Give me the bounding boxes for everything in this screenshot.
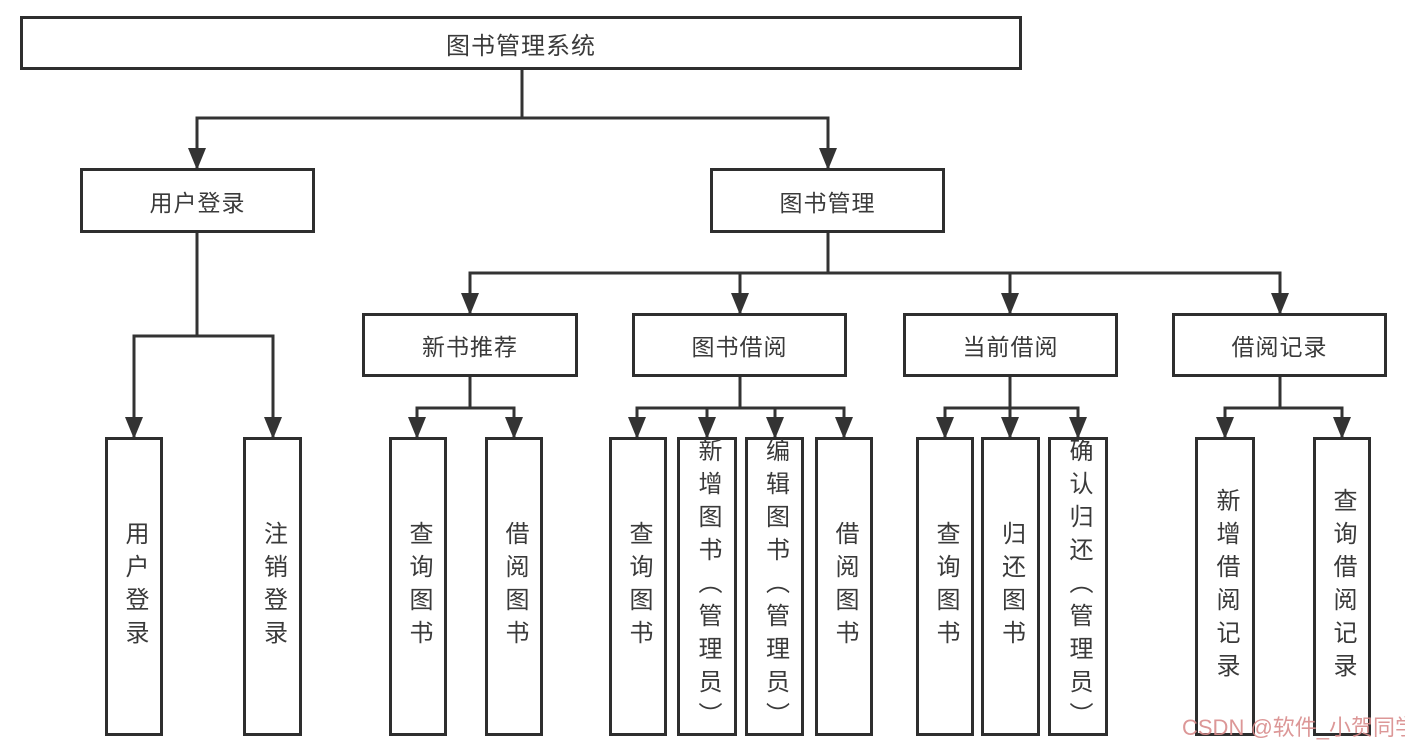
leaf-label: 查询图书 bbox=[932, 520, 959, 653]
leaf-label: 借阅图书 bbox=[501, 520, 528, 653]
leaf-label: 新增借阅记录 bbox=[1212, 487, 1239, 686]
leaf-logout-login: 注销登录 bbox=[243, 437, 302, 736]
leaf-borrow-books-recommend: 借阅图书 bbox=[485, 437, 543, 736]
leaf-label: 注销登录 bbox=[259, 520, 287, 653]
leaf-add-borrow-record: 新增借阅记录 bbox=[1195, 437, 1255, 736]
leaf-label: 查询借阅记录 bbox=[1329, 487, 1356, 686]
watermark: CSDN @软件_小贺同学 bbox=[1182, 715, 1405, 740]
node-borrowing-records: 借阅记录 bbox=[1172, 313, 1387, 377]
leaf-query-books-borrowing: 查询图书 bbox=[609, 437, 667, 736]
leaf-confirm-return-admin: 确认归还（管理员） bbox=[1048, 437, 1108, 736]
node-new-book-recommend: 新书推荐 bbox=[362, 313, 578, 377]
node-label: 借阅记录 bbox=[1231, 334, 1328, 360]
node-book-borrowing: 图书借阅 bbox=[632, 313, 847, 377]
leaf-label: 查询图书 bbox=[625, 520, 652, 653]
leaf-user-login: 用户登录 bbox=[105, 437, 163, 736]
leaf-borrow-books: 借阅图书 bbox=[815, 437, 873, 736]
leaf-query-borrow-record: 查询借阅记录 bbox=[1313, 437, 1371, 736]
leaf-add-books-admin: 新增图书（管理员） bbox=[677, 437, 737, 736]
node-label: 图书管理系统 bbox=[446, 32, 596, 60]
leaf-label: 归还图书 bbox=[997, 520, 1025, 653]
node-label: 用户登录 bbox=[149, 189, 246, 216]
leaf-label: 确认归还（管理员） bbox=[1065, 438, 1092, 735]
leaf-query-books-current: 查询图书 bbox=[916, 437, 974, 736]
leaf-label: 查询图书 bbox=[405, 520, 432, 653]
leaf-label: 借阅图书 bbox=[831, 520, 858, 653]
node-label: 新书推荐 bbox=[422, 334, 518, 360]
leaf-label: 编辑图书（管理员） bbox=[761, 438, 789, 735]
leaf-label: 用户登录 bbox=[121, 520, 148, 653]
node-label: 当前借阅 bbox=[962, 334, 1059, 360]
node-label: 图书管理 bbox=[779, 189, 876, 216]
leaf-edit-books-admin: 编辑图书（管理员） bbox=[745, 437, 804, 736]
node-current-borrowing: 当前借阅 bbox=[903, 313, 1118, 377]
node-label: 图书借阅 bbox=[691, 334, 788, 360]
node-book-management: 图书管理 bbox=[710, 168, 945, 233]
leaf-query-books-recommend: 查询图书 bbox=[389, 437, 447, 736]
leaf-label: 新增图书（管理员） bbox=[694, 438, 721, 735]
leaf-return-books: 归还图书 bbox=[981, 437, 1040, 736]
node-user-login: 用户登录 bbox=[80, 168, 315, 233]
node-library-management-system: 图书管理系统 bbox=[20, 16, 1022, 70]
